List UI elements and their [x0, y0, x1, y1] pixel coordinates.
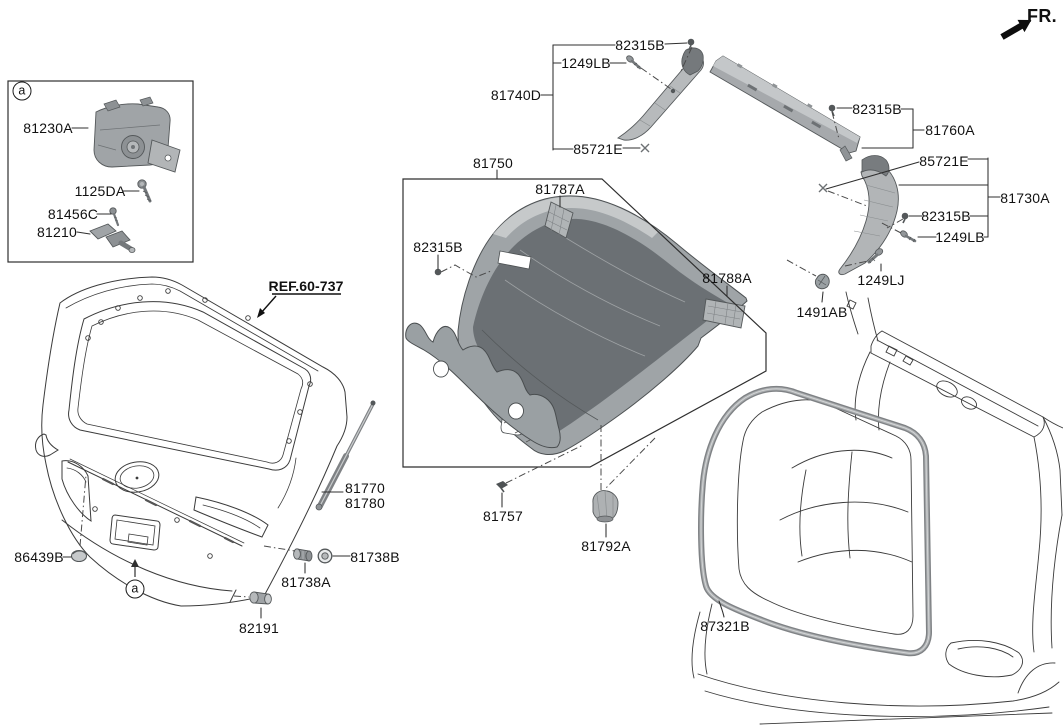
inset-box [7, 80, 194, 263]
bolt-1249LJ [867, 248, 884, 264]
part-label-87321B: 87321B [700, 618, 750, 634]
part-label-82315B: 82315B [852, 101, 902, 117]
fr-direction-label: FR. [1027, 6, 1057, 26]
clip-85721E-markers [640, 143, 828, 193]
part-label-81230A: 81230A [23, 120, 73, 136]
garnish-81740D [616, 47, 704, 141]
dash-leaders [79, 46, 904, 598]
sill-trim-81760A [709, 55, 861, 162]
part-label-1491AB: 1491AB [796, 304, 848, 320]
bolt-1125DA [137, 179, 152, 203]
fr-direction-arrow [1000, 19, 1032, 40]
part-label-81740D: 81740D [490, 87, 542, 103]
part-label-81760A: 81760A [925, 122, 975, 138]
plug-82191 [249, 591, 272, 605]
clip-1491AB [814, 273, 830, 290]
gas-strut [315, 400, 376, 511]
view-a-arrow [131, 559, 139, 577]
part-label-81210: 81210 [37, 224, 77, 240]
assembly-box-81750 [402, 178, 767, 468]
part-label-81788A: 81788A [702, 270, 752, 286]
part-label-82315B: 82315B [413, 239, 463, 255]
part-label-81738A: 81738A [281, 574, 331, 590]
part-label-85721E: 85721E [919, 153, 969, 169]
part-label-1249LJ: 1249LJ [857, 272, 905, 288]
part-label-81757: 81757 [483, 508, 523, 524]
part-label-82315B: 82315B [615, 37, 665, 53]
trim-81787A [544, 201, 574, 239]
grommet-81738A [293, 548, 313, 562]
part-label-81780: 81780 [345, 495, 385, 511]
part-label-1249LB: 1249LB [935, 229, 985, 245]
garnish-81730A [838, 155, 899, 276]
view-marker-a: a [12, 81, 32, 101]
part-label-85721E: 85721E [573, 141, 623, 157]
ref-arrow [257, 293, 341, 318]
fastener-pins-82315B [434, 38, 909, 276]
part-label-86439B: 86439B [14, 549, 64, 565]
screw-81456C [109, 207, 120, 227]
striker-81210 [89, 223, 136, 253]
part-label-81787A: 81787A [535, 181, 585, 197]
screw-1249LB-right [900, 230, 917, 243]
cover-81792A [592, 490, 619, 523]
part-label-81770: 81770 [345, 480, 385, 496]
part-label-81730A: 81730A [1000, 190, 1050, 206]
clip-81757 [496, 481, 508, 493]
part-label-81456C: 81456C [47, 206, 99, 222]
part-label-81792A: 81792A [581, 538, 631, 554]
view-marker-a: a [125, 579, 145, 599]
part-label-82191: 82191 [239, 620, 279, 636]
part-label-82315B: 82315B [921, 208, 971, 224]
latch-81230A [93, 96, 181, 173]
trim-81788A [702, 298, 746, 329]
part-label-1249LB: 1249LB [561, 55, 611, 71]
weatherstrip-seal [698, 385, 932, 657]
plug-86439B [70, 549, 88, 563]
part-label-1125DA: 1125DA [74, 183, 126, 199]
screw-1249LB-top [626, 55, 642, 70]
deflector-pad [405, 322, 561, 449]
part-label-81750: 81750 [473, 155, 513, 171]
grommet-81738B [317, 548, 333, 564]
tailgate-sketch [35, 276, 348, 607]
leader-lines [62, 42, 1001, 619]
frames [7, 80, 767, 468]
reference-label: REF.60-737 [268, 278, 344, 294]
part-label-81738B: 81738B [350, 549, 400, 565]
